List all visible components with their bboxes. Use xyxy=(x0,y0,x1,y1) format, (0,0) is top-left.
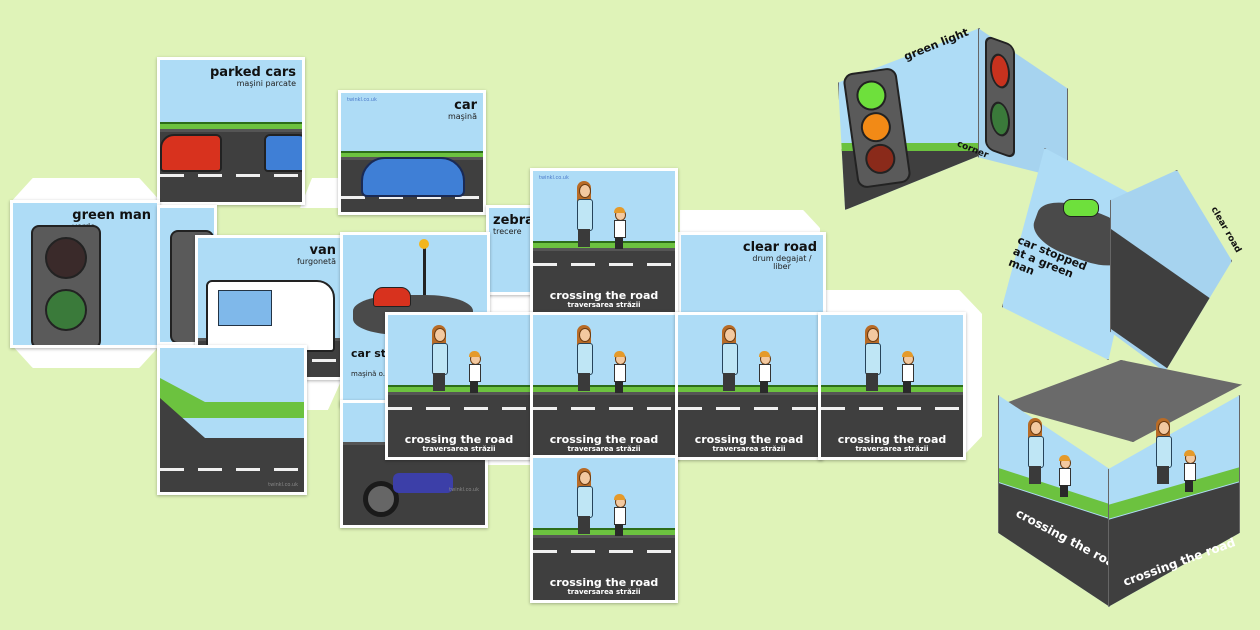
road xyxy=(678,392,820,457)
envelope-logo-icon xyxy=(218,290,272,326)
pedestrian-light-icon xyxy=(31,225,101,345)
beacon-light-icon xyxy=(419,239,429,249)
card-subtitle: maşină o... xyxy=(351,370,390,378)
watermark: twinkl.co.uk xyxy=(347,97,377,103)
green-car-icon xyxy=(1063,199,1099,217)
road xyxy=(533,535,675,600)
van-icon xyxy=(206,280,335,352)
grass xyxy=(160,378,304,418)
watermark: twinkl.co.uk xyxy=(449,487,479,493)
grass xyxy=(839,143,979,151)
road-markings xyxy=(160,468,304,471)
belisha-beacon-icon xyxy=(423,243,426,313)
watermark: twinkl.co.uk xyxy=(539,175,569,181)
blue-car-icon xyxy=(361,157,465,197)
road xyxy=(1111,228,1231,371)
card-corner-road: twinkl.co.uk xyxy=(157,345,307,495)
red-car-icon xyxy=(373,287,411,307)
motorbike-icon xyxy=(393,473,453,493)
road xyxy=(388,392,530,457)
green-man-lamp xyxy=(45,289,87,331)
blue-car-icon xyxy=(264,134,302,172)
card-clear-road: clear roaddrum degajat / liber xyxy=(678,232,826,322)
traffic-light-icon xyxy=(985,34,1015,160)
red-man-lamp xyxy=(45,237,87,279)
watermark: twinkl.co.uk xyxy=(268,482,298,488)
red-car-icon xyxy=(160,134,222,172)
card-green-man: green manverde xyxy=(10,200,160,348)
road xyxy=(533,248,675,313)
cube-face-clear-road xyxy=(1110,170,1232,372)
road xyxy=(533,392,675,457)
road xyxy=(821,392,963,457)
card-title: clear roaddrum degajat / liber xyxy=(742,240,817,272)
